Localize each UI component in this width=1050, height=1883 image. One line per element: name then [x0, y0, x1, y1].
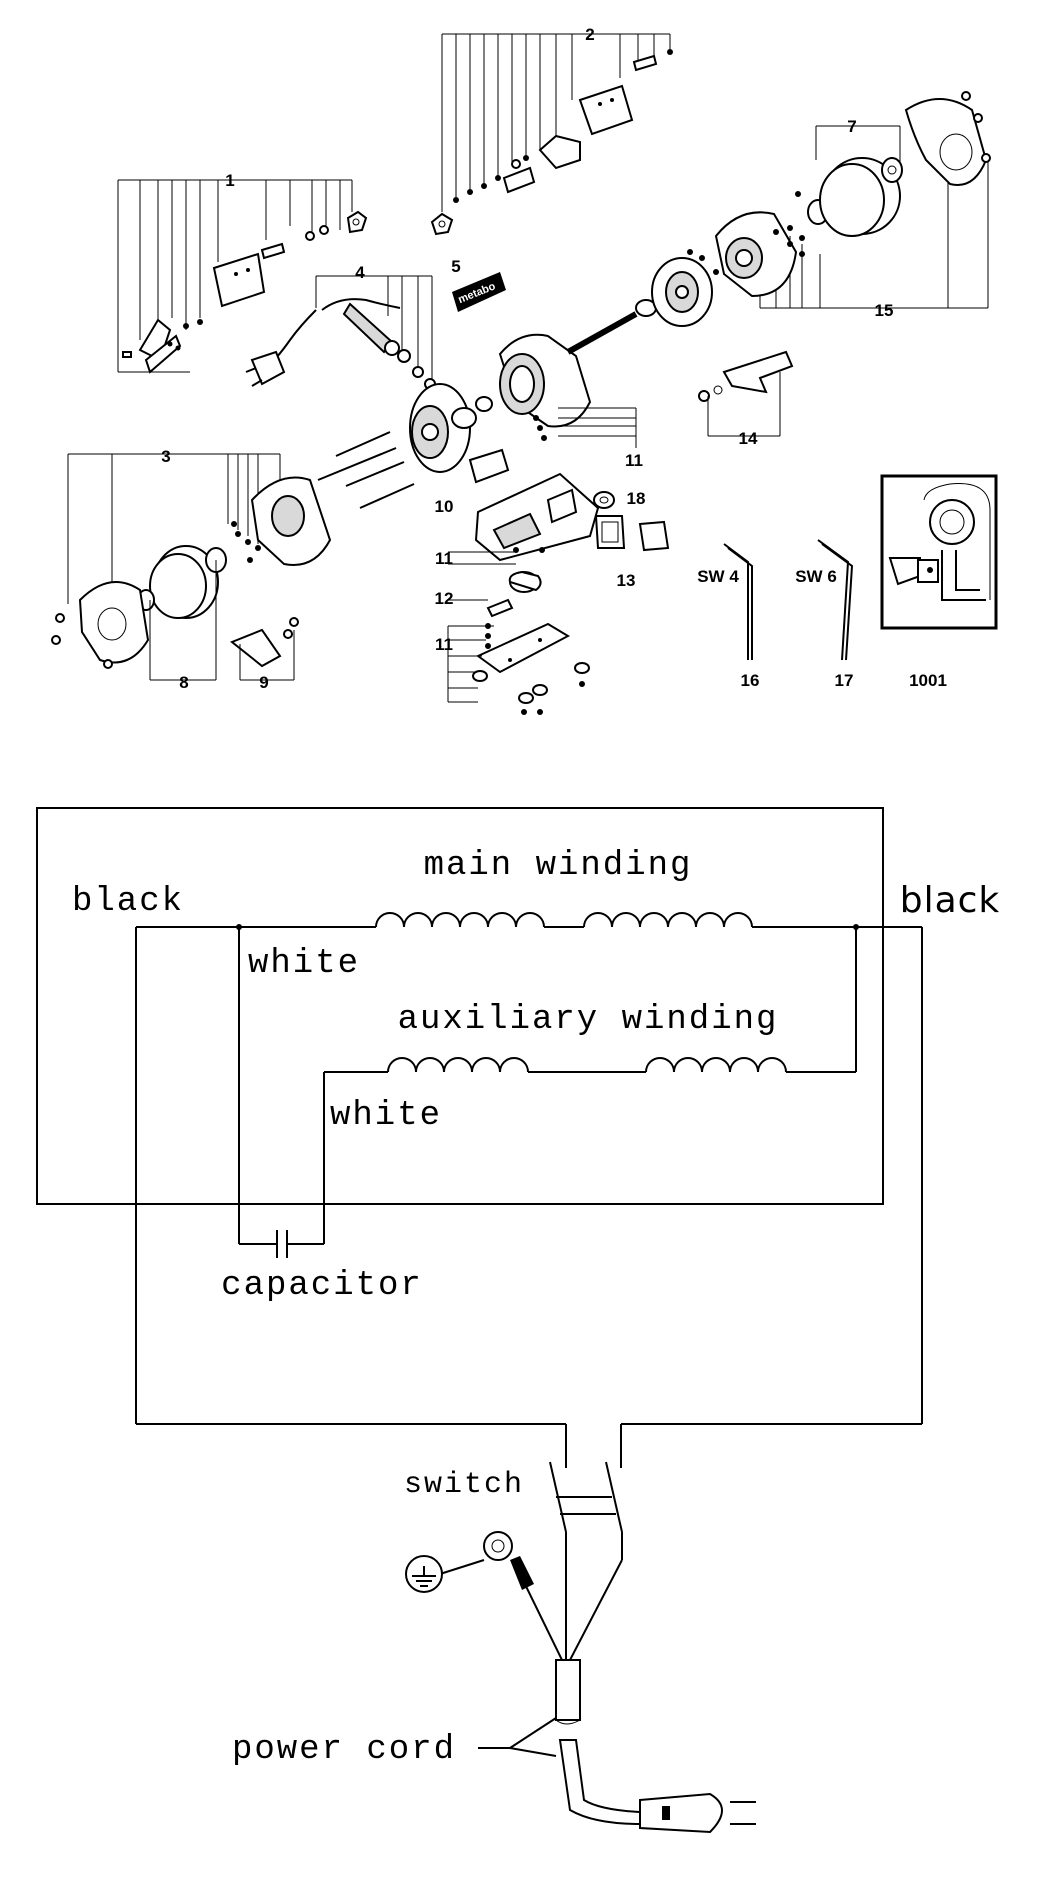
label-capacitor: capacitor [221, 1267, 423, 1305]
callout-group-14 [698, 350, 794, 437]
wrench-label-sw4: SW 4 [697, 567, 739, 586]
wrench-label-sw6: SW 6 [795, 567, 837, 586]
label-auxiliary-winding: auxiliary winding [398, 1001, 779, 1039]
label-power-cord: power cord [232, 1731, 456, 1769]
callout-10: 10 [435, 497, 454, 516]
power-cord-plug [555, 1659, 756, 1834]
callout-1: 1 [225, 171, 234, 190]
callout-3: 3 [161, 447, 170, 466]
callout-group-4 [245, 275, 436, 390]
callout-2: 2 [585, 25, 594, 44]
callout-1001: 1001 [909, 671, 947, 690]
callout-group-7-15 [687, 91, 991, 309]
callout-15: 15 [875, 301, 894, 320]
callout-8: 8 [179, 673, 188, 692]
label-main-winding: main winding [424, 847, 693, 885]
wiring-diagram: main winding black black white auxiliary… [36, 807, 1001, 1834]
brand-label-part: metabo [452, 272, 506, 312]
callout-4: 4 [355, 263, 365, 282]
motor-box [36, 807, 884, 1205]
label-black-left: black [72, 883, 184, 921]
motor-assembly [317, 257, 713, 509]
ground-terminal [405, 1531, 534, 1593]
label-switch: switch [404, 1468, 524, 1502]
callout-group-1 [117, 179, 368, 374]
callout-17: 17 [835, 671, 854, 690]
exploded-view: metabo [51, 25, 998, 715]
callout-11-motor: 11 [625, 451, 643, 470]
callout-11-base-upper: 11 [435, 549, 453, 568]
callout-7: 7 [847, 117, 856, 136]
base-assembly [447, 448, 670, 715]
capacitor-symbol [239, 1230, 324, 1258]
callout-13: 13 [617, 571, 636, 590]
auxiliary-winding-coil [324, 924, 859, 1073]
callout-9: 9 [259, 673, 268, 692]
callout-12: 12 [435, 589, 454, 608]
callout-5: 5 [451, 257, 460, 276]
label-black-right: black [900, 880, 1001, 921]
hex-keys [723, 539, 854, 661]
callout-group-2 [430, 33, 673, 236]
switch-symbol [549, 1461, 623, 1560]
callout-18: 18 [627, 489, 646, 508]
label-white-upper: white [248, 945, 360, 983]
wiring-inset-1001 [880, 474, 998, 630]
callout-11-base-lower: 11 [435, 635, 453, 654]
label-white-lower: white [330, 1097, 442, 1135]
callout-16: 16 [741, 671, 760, 690]
main-winding-coil [136, 912, 922, 928]
callout-group-3-8-9 [51, 453, 332, 681]
callout-14: 14 [739, 429, 758, 448]
